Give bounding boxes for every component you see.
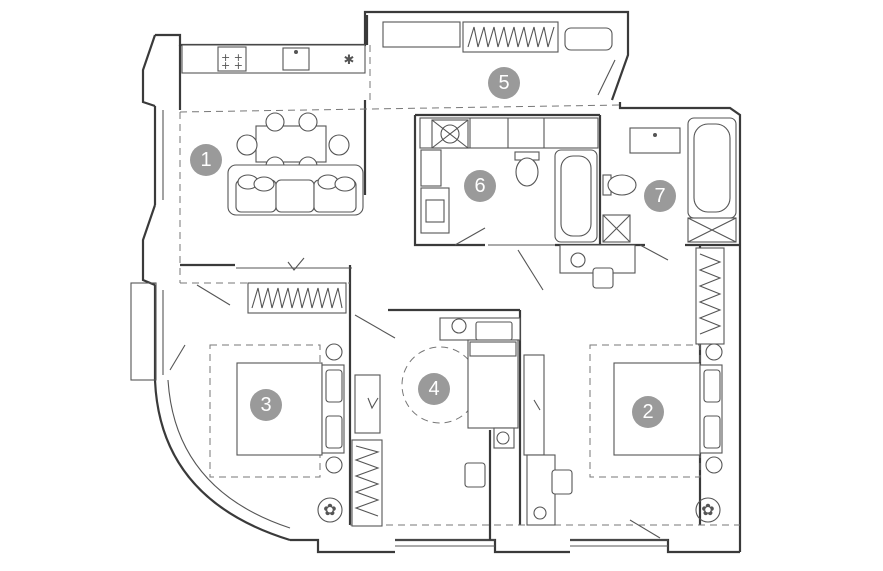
balcony-furniture <box>382 21 613 53</box>
kitchen: + + + + ✱ <box>181 44 366 74</box>
room-badge-1: 1 <box>190 144 222 176</box>
svg-text:✿: ✿ <box>323 500 336 519</box>
bed-icon <box>613 362 723 456</box>
room-badge-2: 2 <box>632 396 664 428</box>
bathtub-icon <box>687 117 737 219</box>
svg-text:5: 5 <box>498 72 509 94</box>
svg-text:✿: ✿ <box>701 500 714 519</box>
room-badge-7: 7 <box>644 180 676 212</box>
room-badge-5: 5 <box>488 67 520 99</box>
radiator-icon <box>247 282 347 314</box>
svg-text:2: 2 <box>642 401 653 423</box>
radiator-icon <box>351 439 383 527</box>
bathroom-fixtures <box>419 117 599 243</box>
room-badge-3: 3 <box>250 389 282 421</box>
outer-walls <box>141 10 742 554</box>
fridge-icon: ✱ <box>344 53 355 68</box>
svg-text:+ +: + + <box>221 51 243 64</box>
toilet-icon <box>514 151 540 187</box>
living-furniture <box>227 112 364 216</box>
bed-icon <box>467 339 519 429</box>
svg-text:7: 7 <box>654 185 665 207</box>
svg-text:✱: ✱ <box>344 53 355 68</box>
plant-icon: ✿ <box>695 497 721 523</box>
sofa-icon <box>227 164 364 216</box>
hall-furniture <box>236 244 636 526</box>
svg-text:4: 4 <box>428 378 439 400</box>
svg-text:3: 3 <box>260 394 271 416</box>
radiator-icon <box>695 247 725 345</box>
room-badge-4: 4 <box>418 373 450 405</box>
stove-icon: + + + + <box>217 46 247 72</box>
svg-text:+ +: + + <box>221 59 243 72</box>
bathroom-2-fixtures <box>602 117 737 243</box>
sink-icon <box>282 47 310 71</box>
bedroom-right-furniture: ✿ <box>613 247 725 523</box>
plant-icon: ✿ <box>317 497 343 523</box>
window-frames <box>130 110 668 547</box>
toilet-icon <box>602 174 637 196</box>
bathtub-icon <box>554 149 598 243</box>
sink-icon <box>420 187 450 234</box>
room-badge-6: 6 <box>464 170 496 202</box>
svg-text:6: 6 <box>474 175 485 197</box>
radiator-icon <box>462 21 559 53</box>
svg-text:1: 1 <box>200 149 211 171</box>
doors <box>169 59 669 539</box>
